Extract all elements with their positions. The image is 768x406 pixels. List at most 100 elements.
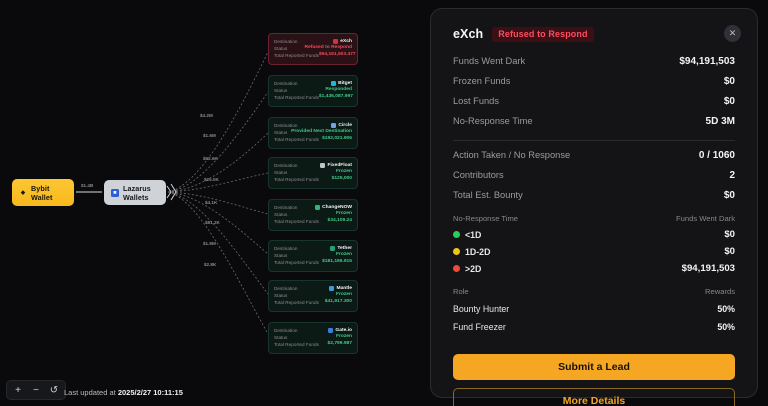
destination-card[interactable]: Destination Tether Status Frozen Total R… (268, 240, 358, 272)
breakdown-row: 1D-2D $0 (453, 246, 735, 257)
breakdown-label: <1D (465, 229, 482, 240)
stat-label: Action Taken / No Response (453, 150, 571, 160)
node-bybit-wallet[interactable]: ◆ Bybit Wallet (12, 179, 74, 206)
card-status: Provided Next Destination (291, 129, 352, 135)
edge-label-2: $52.6K (203, 156, 218, 161)
card-label-total: Total Reported Funds (274, 176, 319, 182)
primary-stats: Funds Went Dark $94,191,503 Frozen Funds… (453, 56, 735, 127)
status-dot-green (453, 231, 460, 238)
roles-rows: Bounty Hunter 50% Fund Freezer 50% (453, 304, 735, 332)
edge-label-5: $81.2K (205, 220, 220, 225)
stat-label: Contributors (453, 170, 504, 180)
breakdown-col-left: No-Response Time (453, 214, 518, 223)
lazarus-icon: ■ (111, 188, 119, 197)
edge-label-4: $4.1K (205, 200, 218, 205)
zoom-controls[interactable]: + − ↺ (6, 380, 66, 400)
breakdown-label: >2D (465, 263, 482, 274)
destination-card[interactable]: Destination ChangeNOW Status Frozen Tota… (268, 199, 358, 231)
edge-label-7: $2.8K (204, 262, 217, 267)
zoom-out-button[interactable]: − (33, 384, 39, 396)
node-lazarus-wallets[interactable]: ■ Lazarus Wallets (104, 180, 166, 205)
destination-card[interactable]: Destination Gate.io Status Frozen Total … (268, 322, 358, 354)
card-label-destination: Destination (274, 162, 298, 168)
card-total: $34,109.24 (327, 218, 352, 224)
more-details-button[interactable]: More Details (453, 388, 735, 406)
role-value: 50% (717, 304, 735, 314)
card-total: $192,021.906 (322, 136, 352, 142)
stat-row: Funds Went Dark $94,191,503 (453, 56, 735, 67)
exchange-details-panel: eXch Refused to Respond ✕ Funds Went Dar… (430, 8, 758, 406)
edge-label-0: $4.2M (200, 113, 213, 118)
destination-icon (329, 246, 335, 252)
card-label-status: Status (274, 252, 288, 258)
breakdown-header: No-Response Time Funds Went Dark (453, 214, 735, 223)
stat-value: $94,191,503 (679, 56, 735, 67)
card-label-total: Total Reported Funds (274, 52, 319, 58)
card-label-total: Total Reported Funds (274, 218, 319, 224)
destination-card[interactable]: Destination FixedFloat Status Frozen Tot… (268, 157, 358, 189)
card-label-destination: Destination (274, 245, 298, 251)
card-status: Frozen (335, 292, 352, 298)
stat-value: 0 / 1060 (698, 150, 735, 161)
card-total: $94,191,503.477 (318, 52, 356, 58)
card-total: $2,799.987 (327, 341, 352, 347)
status-badge: Refused to Respond (492, 26, 594, 42)
card-label-total: Total Reported Funds (274, 341, 319, 347)
divider (453, 140, 735, 141)
stat-value: 5D 3M (705, 116, 735, 127)
card-status: Frozen (335, 252, 352, 258)
breakdown-value: $94,191,503 (681, 263, 735, 274)
card-status: Refused to Respond (304, 45, 352, 51)
destination-icon (314, 205, 320, 211)
destination-card[interactable]: Destination eXch Status Refused to Respo… (268, 33, 358, 65)
reset-view-button[interactable]: ↺ (49, 384, 59, 396)
card-total: $125,000 (331, 176, 352, 182)
breakdown-row: >2D $94,191,503 (453, 263, 735, 274)
secondary-stats: Action Taken / No Response 0 / 1060 Cont… (453, 150, 735, 201)
destination-card[interactable]: Destination Circle Status Provided Next … (268, 117, 358, 149)
stat-label: Lost Funds (453, 96, 499, 106)
status-dot-red (453, 265, 460, 272)
roles-header: Role Rewards (453, 287, 735, 296)
edge-label-1: $1.6M (203, 133, 216, 138)
card-status: Responded (325, 87, 352, 93)
card-destination: Tether (337, 245, 352, 251)
status-dot-yellow (453, 248, 460, 255)
close-icon[interactable]: ✕ (724, 25, 741, 42)
card-destination: Gate.io (335, 327, 352, 333)
card-destination: FixedFloat (327, 162, 352, 168)
destination-card[interactable]: Destination Mantle Status Frozen Total R… (268, 280, 358, 312)
breakdown-value: $0 (724, 229, 735, 240)
stat-row: Frozen Funds $0 (453, 76, 735, 87)
breakdown-value: $0 (724, 246, 735, 257)
edge-label-6: $1.9M (203, 241, 216, 246)
node-lazarus-label: Lazarus Wallets (123, 183, 151, 202)
card-label-destination: Destination (274, 327, 298, 333)
card-total: $181,186.915 (322, 259, 352, 265)
panel-header: eXch Refused to Respond (453, 23, 735, 45)
card-label-total: Total Reported Funds (274, 299, 319, 305)
stat-row: Action Taken / No Response 0 / 1060 (453, 150, 735, 161)
card-destination: Mantle (336, 285, 353, 291)
zoom-in-button[interactable]: + (15, 384, 21, 396)
last-updated: Last updated at 2025/2/27 10:11:15 (64, 388, 183, 397)
destination-icon (332, 39, 338, 45)
card-label-status: Status (274, 87, 288, 93)
card-label-destination: Destination (274, 204, 298, 210)
stat-label: Frozen Funds (453, 76, 511, 86)
card-label-status: Status (274, 211, 288, 217)
card-label-destination: Destination (274, 80, 298, 86)
card-label-destination: Destination (274, 38, 298, 44)
destination-card[interactable]: Destination Bitget Status Responded Tota… (268, 75, 358, 107)
bybit-icon: ◆ (20, 189, 26, 196)
card-label-status: Status (274, 334, 288, 340)
card-destination: Circle (338, 122, 352, 128)
card-label-total: Total Reported Funds (274, 94, 319, 100)
submit-a-lead-button[interactable]: Submit a Lead (453, 354, 735, 380)
last-updated-prefix: Last updated at (64, 388, 116, 397)
destination-icon (330, 81, 336, 87)
breakdown-row: <1D $0 (453, 229, 735, 240)
stat-value: $0 (723, 96, 735, 107)
